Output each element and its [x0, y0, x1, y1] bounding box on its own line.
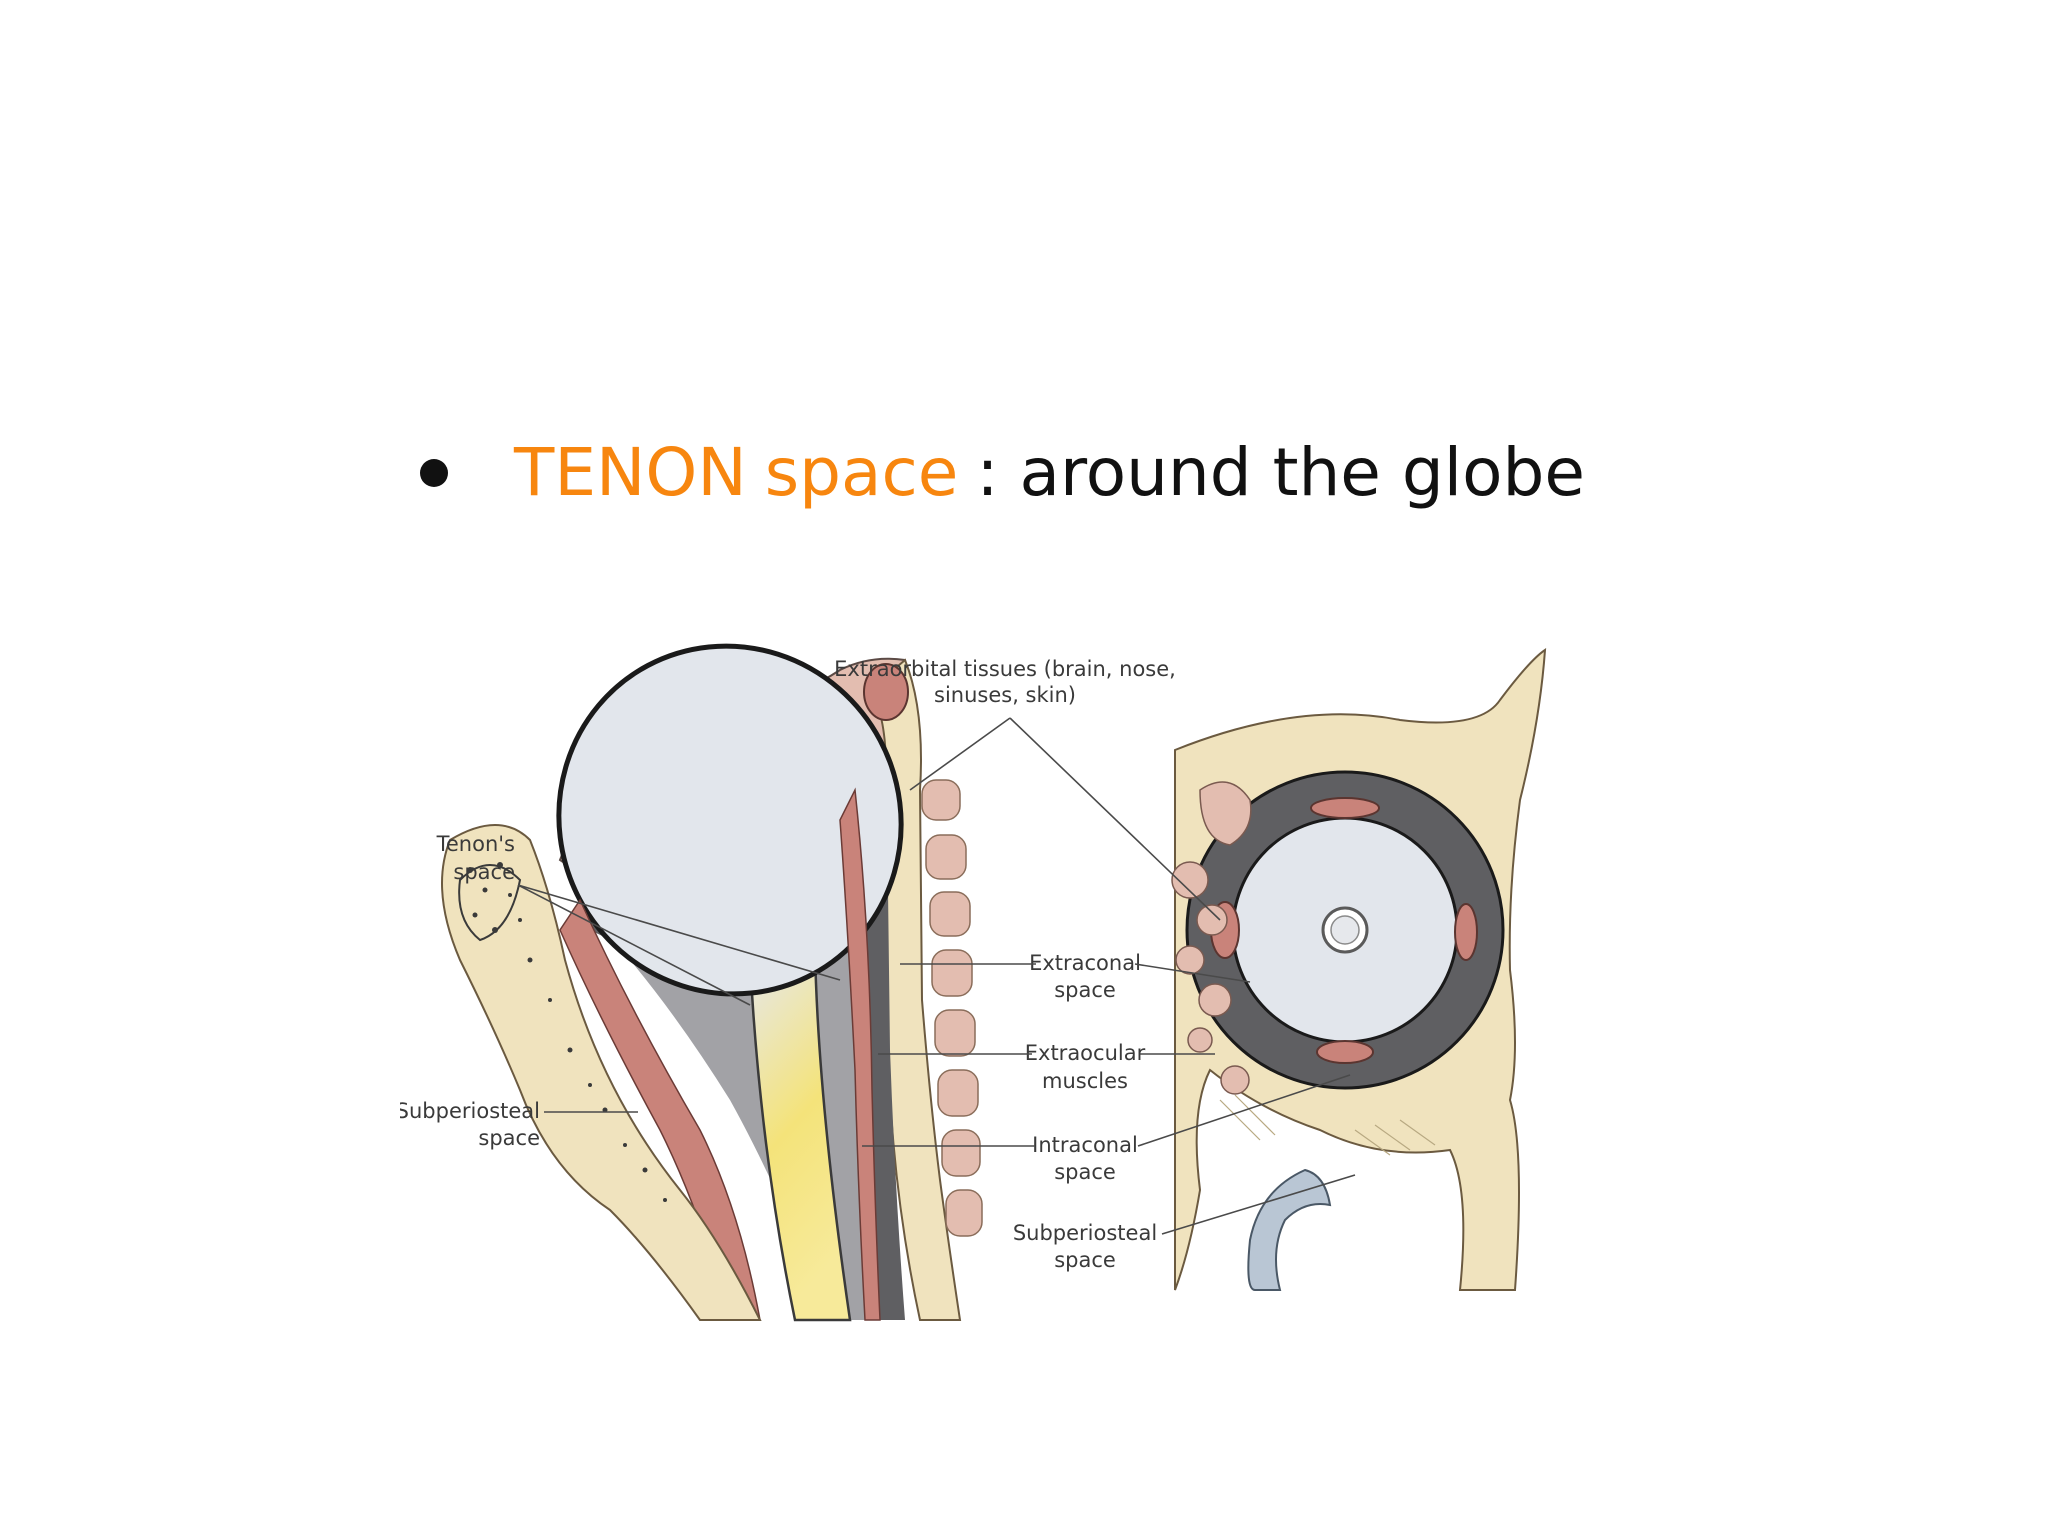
label-extraorbital-line2: sinuses, skin)	[934, 683, 1076, 707]
sagittal-view	[441, 643, 983, 1322]
label-extraorbital-line1: Extraorbital tissues (brain, nose,	[834, 657, 1176, 681]
nasal-turbinate	[1247, 1168, 1332, 1291]
orbit-diagram: Extraorbital tissues (brain, nose, sinus…	[400, 643, 1547, 1322]
label-tenons-line1: Tenon's	[436, 832, 515, 856]
label-tenons: Tenon's space	[436, 832, 841, 1006]
label-extraorbital: Extraorbital tissues (brain, nose, sinus…	[834, 657, 1221, 921]
superior-muscles	[839, 787, 881, 1321]
label-intraconal-line2: space	[1054, 1160, 1116, 1184]
heading-term-tenon: TENON	[514, 434, 747, 511]
label-extraconal-line2: space	[1054, 978, 1116, 1002]
coronal-view	[1171, 648, 1547, 1291]
label-subperiosteal-center-line1: Subperiosteal	[1013, 1221, 1157, 1245]
cranial-ridges	[921, 779, 983, 1237]
label-extraocular-line2: muscles	[1042, 1069, 1128, 1093]
label-subperiosteal-center: Subperiosteal space	[1013, 1174, 1356, 1272]
leader-extraorbital-left	[909, 717, 1011, 791]
label-extraocular-line1: Extraocular	[1025, 1041, 1146, 1065]
leader-extraorbital-right	[1009, 717, 1221, 921]
bullet-dot-icon	[420, 459, 448, 487]
label-extraconal-line1: Extraconal	[1029, 951, 1141, 975]
label-tenons-line2: space	[453, 860, 515, 884]
label-subperiosteal-left: Subperiosteal space	[400, 1099, 638, 1150]
leader-tenons-b	[517, 884, 841, 981]
bullet-heading: TENON space : around the globe	[420, 418, 1585, 528]
label-subperiosteal-left-line2: space	[478, 1126, 540, 1150]
label-subperiosteal-left-line1: Subperiosteal	[400, 1099, 540, 1123]
label-subperiosteal-center-line2: space	[1054, 1248, 1116, 1272]
leader-tenons-a	[517, 884, 751, 1006]
leader-extraconal-right	[1134, 963, 1251, 983]
label-intraconal: Intraconal space	[862, 1074, 1351, 1184]
label-intraconal-line1: Intraconal	[1032, 1133, 1138, 1157]
optic-nerve-core	[1330, 915, 1360, 945]
leader-intraconal-right	[1137, 1074, 1351, 1147]
heading-term-space: space	[764, 434, 959, 511]
heading-rest-text: : around the globe	[976, 434, 1586, 511]
rectus-muscles-coronal	[1210, 797, 1478, 1064]
leader-subperiosteal-center	[1161, 1174, 1356, 1235]
label-extraocular: Extraocular muscles	[878, 1041, 1215, 1093]
superior-vessel	[863, 663, 909, 721]
coronal-hatching	[1219, 1094, 1436, 1156]
label-extraconal: Extraconal space	[900, 951, 1251, 1002]
maxillary-cavity	[458, 864, 522, 942]
lateral-soft-tissue	[1171, 781, 1252, 1095]
